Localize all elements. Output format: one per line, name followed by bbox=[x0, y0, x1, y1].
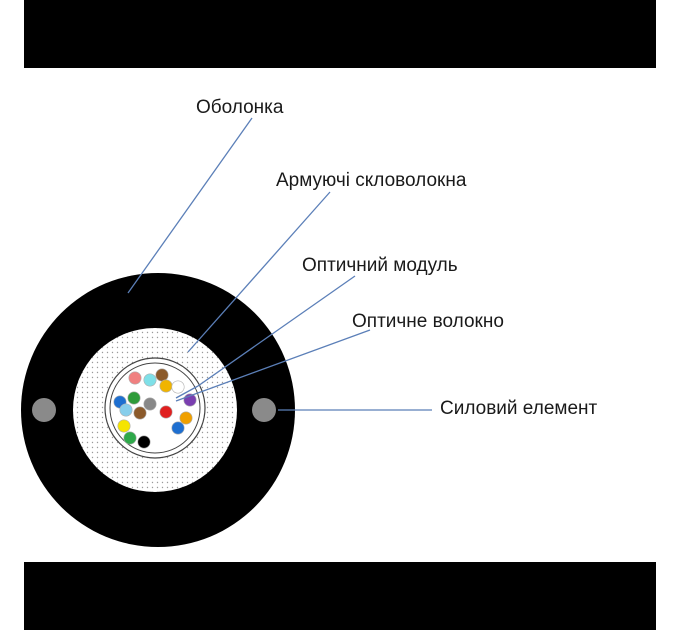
optical-fiber-11 bbox=[159, 405, 173, 419]
label-glass-yarn: Армуючі скловолокна bbox=[276, 170, 467, 191]
label-optical-module: Оптичний модуль bbox=[302, 255, 458, 276]
leader-optical-fiber bbox=[175, 329, 371, 402]
optical-fiber-13 bbox=[179, 411, 193, 425]
leader-optical-module bbox=[197, 275, 356, 387]
bottom-black-bar bbox=[24, 562, 656, 630]
label-optical-fiber: Оптичне волокно bbox=[352, 311, 504, 332]
optical-fiber-16 bbox=[123, 431, 137, 445]
optical-fiber-14 bbox=[171, 421, 185, 435]
label-strength-member: Силовий елемент bbox=[440, 398, 598, 419]
optical-fiber-10 bbox=[133, 406, 147, 420]
optical-fiber-3 bbox=[155, 368, 169, 382]
leader-lines bbox=[127, 117, 432, 411]
optical-fiber-15 bbox=[117, 419, 131, 433]
optical-fiber-8 bbox=[119, 403, 133, 417]
top-black-bar bbox=[24, 0, 656, 68]
leader-glass-yarn bbox=[187, 191, 331, 353]
optical-fiber-9 bbox=[143, 397, 157, 411]
optical-fiber-17 bbox=[137, 435, 151, 449]
strength-member-left bbox=[32, 398, 56, 422]
optical-fiber-4 bbox=[159, 379, 173, 393]
optical-fiber-7 bbox=[127, 391, 141, 405]
label-sheath: Оболонка bbox=[196, 97, 284, 118]
leader-optical-module-2 bbox=[175, 385, 199, 399]
optical-fiber-5 bbox=[171, 380, 185, 394]
leader-sheath bbox=[127, 117, 253, 294]
optical-fiber-2 bbox=[143, 373, 157, 387]
optical-fiber-1 bbox=[128, 371, 142, 385]
strength-member-right bbox=[252, 398, 276, 422]
fiber-group bbox=[113, 368, 197, 449]
